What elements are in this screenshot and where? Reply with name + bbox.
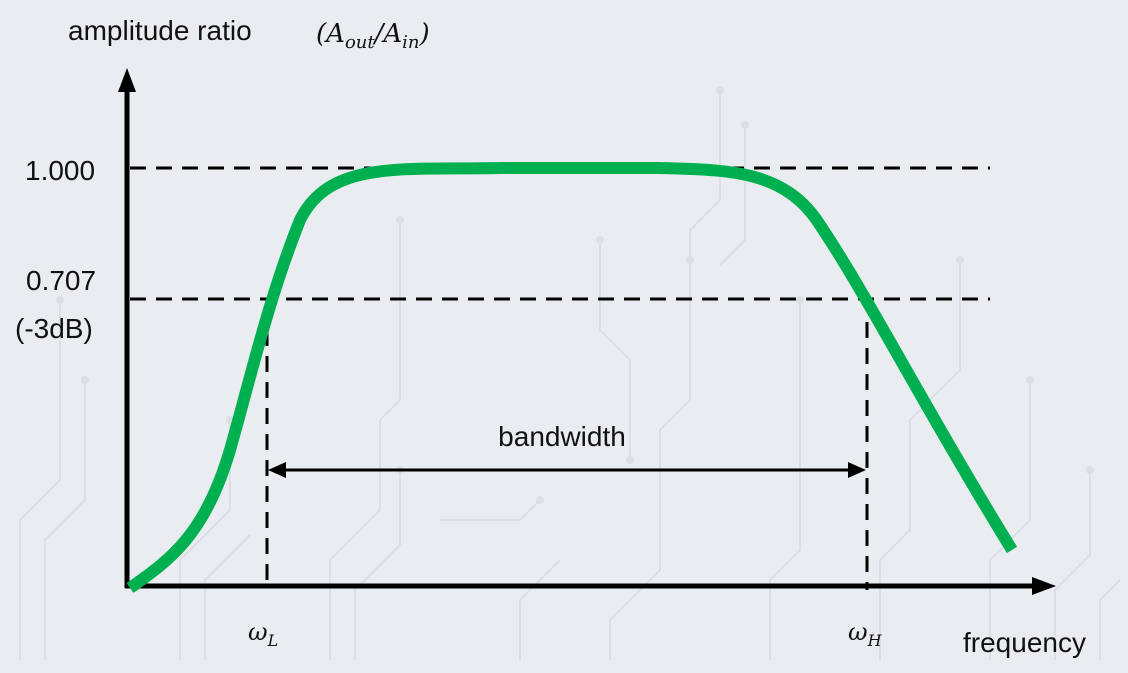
- x-axis-label: frequency: [963, 627, 1086, 658]
- amplitude-ratio-formula: (Aout/Ain): [316, 19, 430, 53]
- bandwidth-arrow-right-head: [848, 462, 866, 478]
- ratio-numerator: A: [324, 19, 345, 49]
- ratio-numerator-subscript: out: [345, 32, 375, 53]
- frequency-response-curve: [126, 162, 1018, 593]
- ratio-denominator-subscript: in: [402, 32, 419, 53]
- cutoff-db-label: (-3dB): [15, 313, 93, 344]
- cutoff-level-label: 0.707: [26, 265, 96, 296]
- bandwidth-label: bandwidth: [498, 421, 626, 452]
- lower-cutoff-label: ωL: [248, 618, 278, 650]
- y-axis-arrowhead: [118, 68, 136, 92]
- upper-cutoff-label: ωH: [848, 618, 883, 650]
- x-axis-arrowhead: [1032, 577, 1056, 595]
- ratio-denominator: A: [381, 19, 402, 49]
- y-axis-label: amplitude ratio: [68, 15, 252, 46]
- unity-level-label: 1.000: [25, 155, 95, 186]
- bandwidth-arrow-left-head: [268, 462, 286, 478]
